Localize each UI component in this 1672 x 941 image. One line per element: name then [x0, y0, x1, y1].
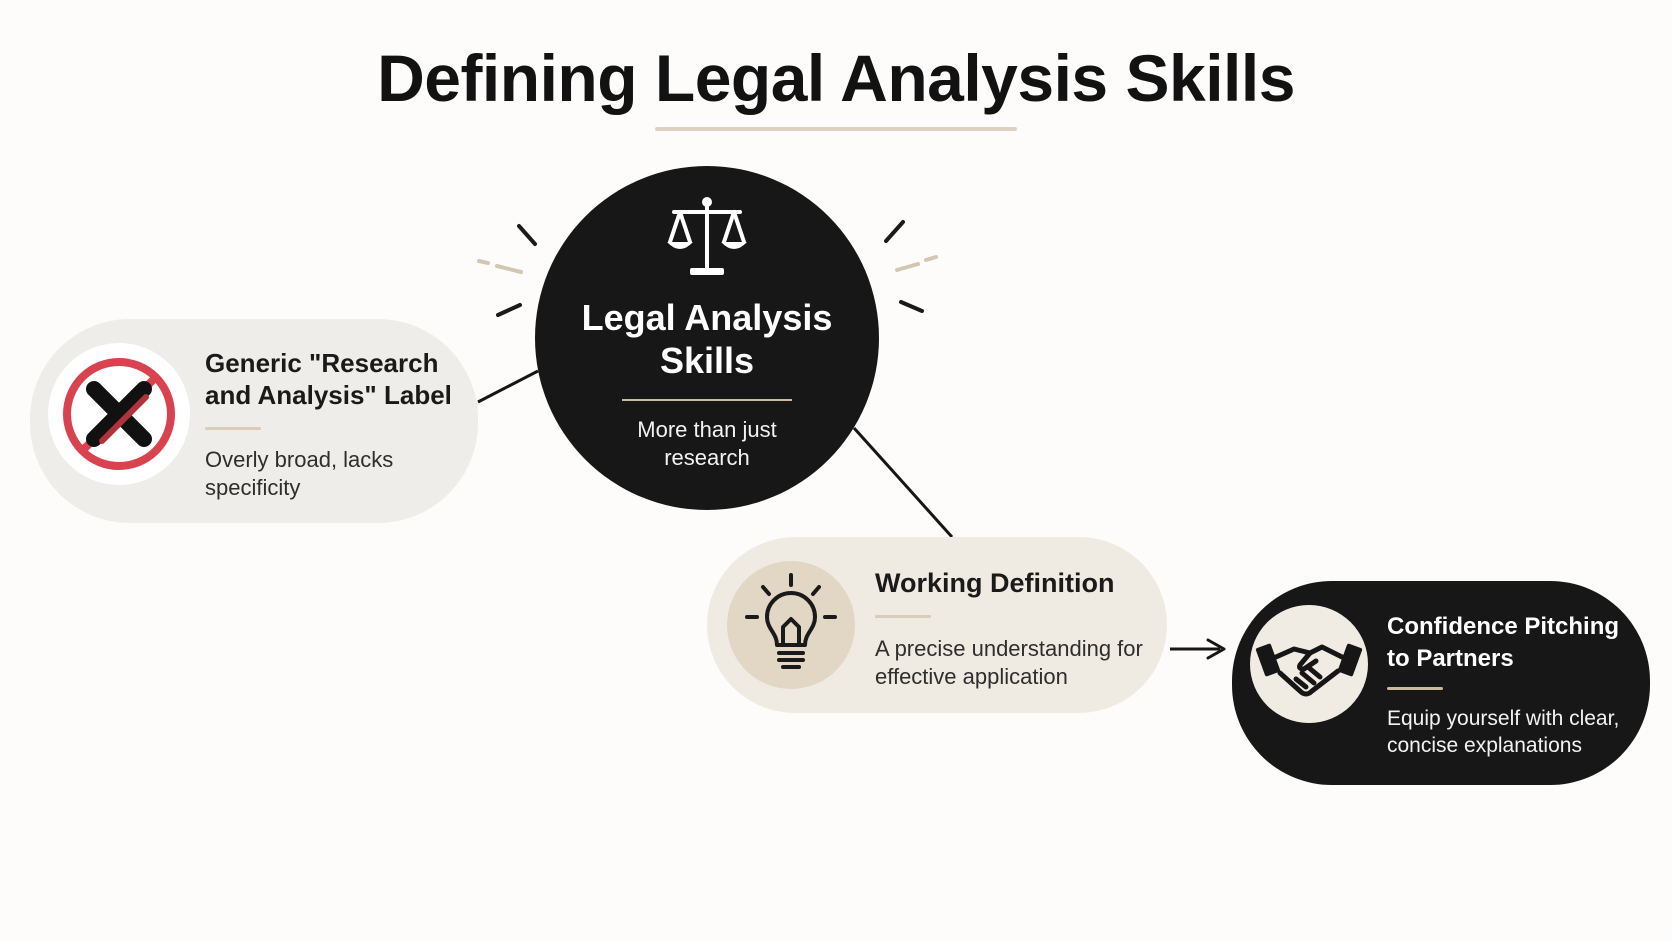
handshake-icon	[1250, 605, 1368, 723]
connector-center-to-generic	[477, 369, 539, 404]
working-definition-card: Working Definition A precise understandi…	[707, 537, 1167, 713]
confidence-card-description: Equip yourself with clear, concise expla…	[1387, 707, 1620, 757]
prohibited-x-icon	[48, 343, 190, 485]
center-subtitle: More than just research	[637, 417, 777, 470]
arrowhead-icon	[1206, 638, 1226, 660]
central-concept-node: Legal Analysis Skills More than just res…	[535, 166, 879, 510]
generic-label-card: Generic "Research and Analysis" Label Ov…	[30, 319, 478, 523]
confidence-pitching-card: Confidence Pitching to Partners Equip yo…	[1232, 581, 1650, 785]
working-card-description: A precise understanding for effective ap…	[875, 636, 1143, 689]
generic-card-title: Generic "Research and Analysis" Label	[205, 348, 452, 410]
connector-center-to-working	[852, 426, 954, 539]
lightbulb-icon	[727, 561, 855, 689]
title-underline	[655, 127, 1017, 131]
working-card-title: Working Definition	[875, 568, 1115, 598]
center-title: Legal Analysis Skills	[581, 297, 833, 381]
generic-card-description: Overly broad, lacks specificity	[205, 447, 394, 500]
page-title: Defining Legal Analysis Skills	[377, 41, 1295, 115]
scales-of-justice-icon	[667, 197, 747, 275]
confidence-card-title: Confidence Pitching to Partners	[1387, 613, 1620, 672]
center-divider	[622, 399, 792, 401]
generic-card-divider	[205, 427, 261, 430]
working-card-divider	[875, 615, 931, 618]
confidence-card-divider	[1387, 687, 1443, 690]
burst-marks	[477, 220, 938, 317]
